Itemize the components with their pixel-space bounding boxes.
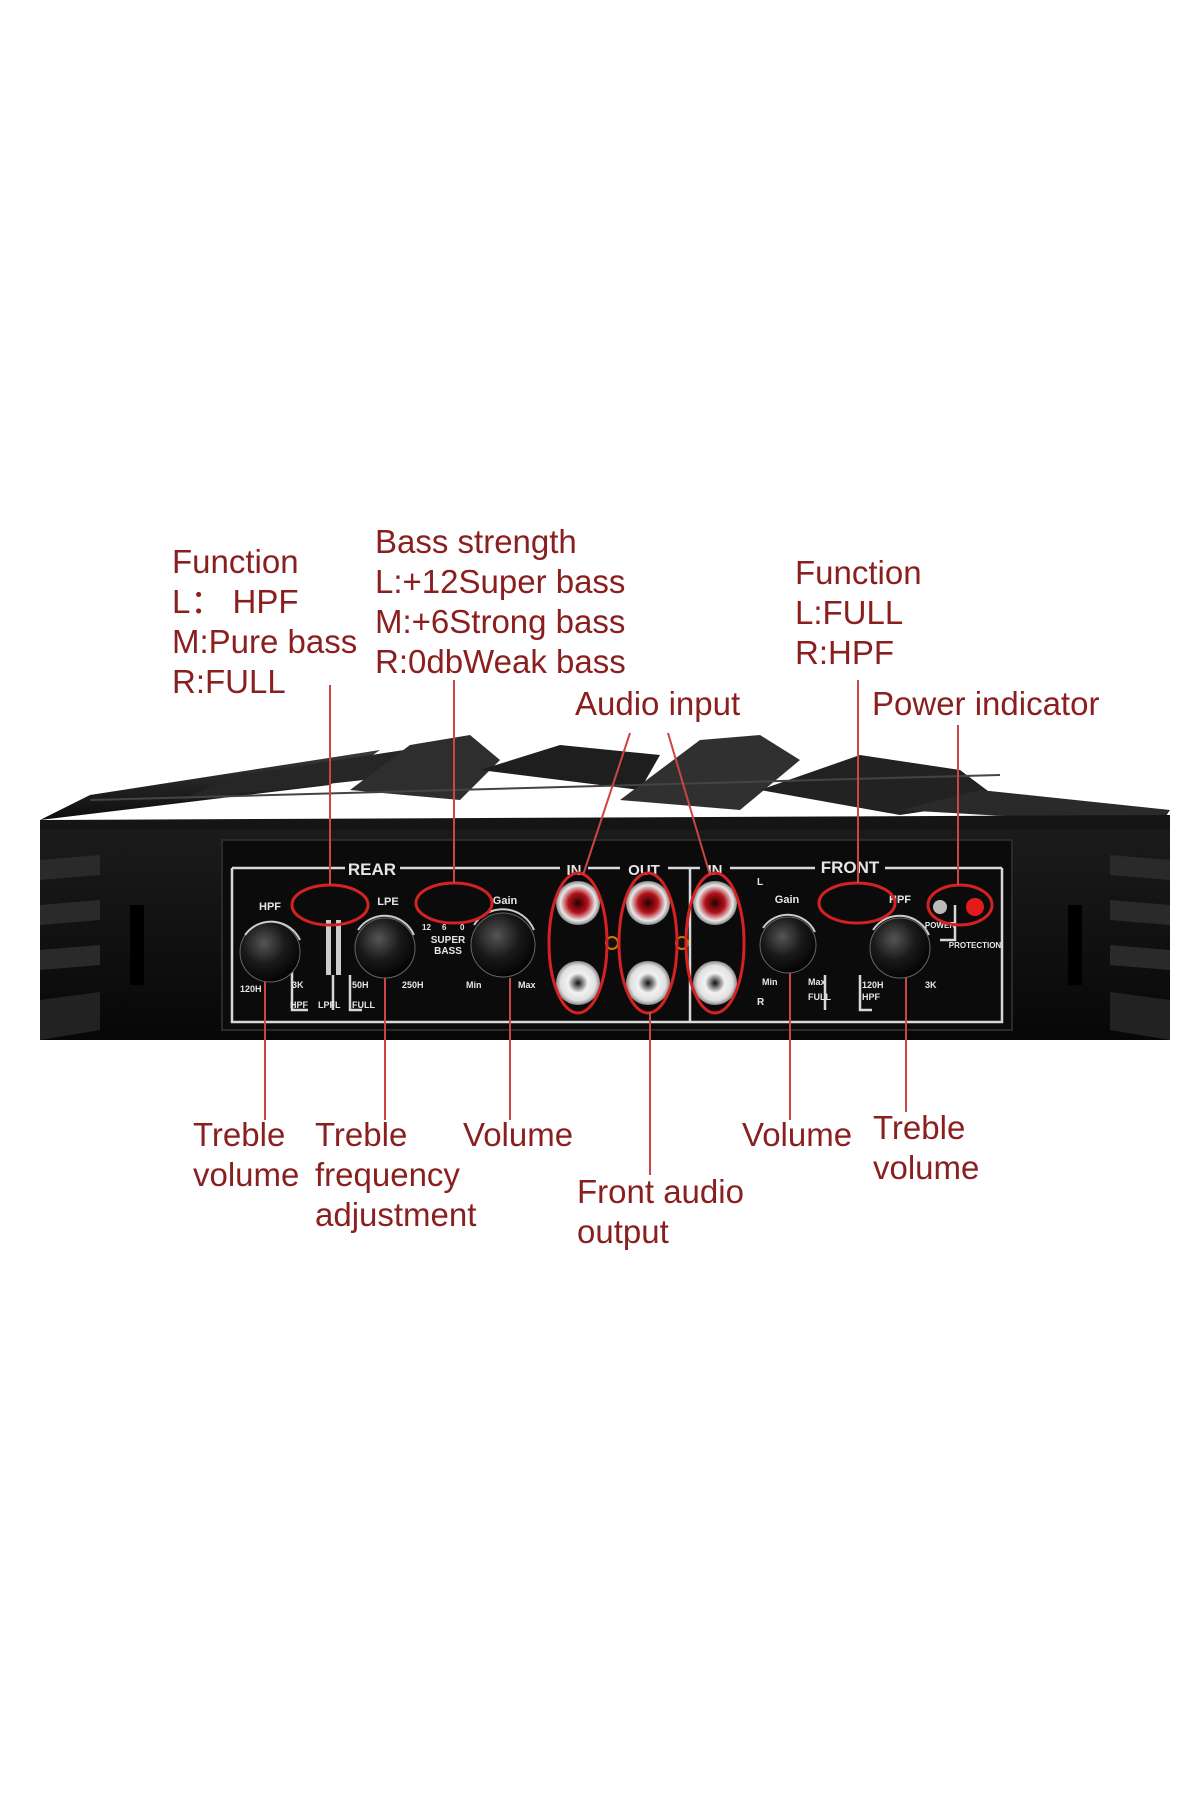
annotation-line: Bass strength [375, 523, 577, 560]
rca-in-left-top[interactable] [556, 881, 600, 925]
annotation-line: M:+6Strong bass [375, 603, 626, 640]
knob-rear-hpf[interactable] [239, 920, 301, 983]
side-fins-left [40, 855, 144, 1040]
label-rear-gain-min: Min [466, 980, 482, 990]
label-front-l: L [757, 877, 763, 888]
power-led-icon [933, 900, 947, 914]
knob-rear-lpe[interactable] [354, 914, 416, 979]
label-rear-lpe-max: 250H [402, 980, 424, 990]
label-front-hpf-max: 3K [925, 980, 937, 990]
knob-front-hpf[interactable] [869, 914, 931, 979]
protection-led-icon [966, 898, 984, 916]
annotation-rear-function: Function L： HPF M:Pure bass R:FULL [172, 542, 357, 702]
label-rear-hpf: HPF [259, 901, 281, 913]
label-super-bass-1: SUPER [431, 935, 466, 946]
rca-in-left-bottom[interactable] [556, 961, 600, 1005]
annotation-front-function: Function L:FULL R:HPF [795, 553, 922, 673]
annotation-line: Front audio [577, 1173, 744, 1210]
label-front: FRONT [821, 858, 880, 877]
annotation-line: frequency [315, 1156, 460, 1193]
annotation-line: R:FULL [172, 663, 286, 700]
label-front-hpf-min: 120H [862, 980, 884, 990]
label-rear-gain-max: Max [518, 980, 536, 990]
rca-in-right-top[interactable] [693, 881, 737, 925]
annotation-line: Power indicator [872, 685, 1100, 722]
label-front-hpf-switch: HPF [862, 992, 881, 1002]
annotation-line: Volume [463, 1116, 574, 1153]
annotation-rear-volume: Volume [463, 1115, 573, 1155]
label-rear-hpf-min: 120H [240, 984, 262, 994]
knob-front-gain[interactable] [759, 913, 817, 974]
label-rear-lpfl-switch: LPFL [318, 1000, 341, 1010]
label-in-right: IN [708, 862, 723, 879]
annotation-line: L:+12Super bass [375, 563, 626, 600]
annotation-line: volume [193, 1156, 300, 1193]
label-bass-12: 12 [422, 923, 431, 932]
annotation-line: Audio input [575, 685, 741, 722]
annotation-front-audio-output: Front audio output [577, 1172, 744, 1252]
label-power: POWER [925, 921, 955, 930]
annotation-line: adjustment [315, 1196, 477, 1233]
label-protection: PROTECTION [949, 941, 1002, 950]
label-super-bass-2: BASS [434, 946, 462, 957]
annotation-rear-treble-volume: Treble volume [193, 1115, 299, 1195]
label-rear-hpf-switch: HPF [290, 1000, 309, 1010]
annotation-line: Function [172, 543, 299, 580]
panel-frame-lines [230, 866, 1004, 1024]
annotation-line: Treble [315, 1116, 408, 1153]
heatsink-fins [40, 735, 1170, 845]
label-rear: REAR [348, 860, 396, 879]
annotation-line: Function [795, 554, 922, 591]
label-rear-lpe: LPE [377, 896, 398, 908]
annotation-treble-frequency: Treble frequency adjustment [315, 1115, 476, 1235]
annotation-audio-input: Audio input [575, 684, 740, 724]
label-rear-gain: Gain [493, 895, 518, 907]
label-rear-hpf-max: 3K [292, 980, 304, 990]
label-front-gain-max: Max [808, 977, 826, 987]
label-front-gain-min: Min [762, 977, 778, 987]
annotation-line: Treble [193, 1116, 286, 1153]
switch-rear-function[interactable] [326, 920, 331, 975]
annotation-bass-strength: Bass strength L:+12Super bass M:+6Strong… [375, 522, 626, 682]
annotation-front-treble-volume: Treble volume [873, 1108, 979, 1188]
annotation-line: volume [873, 1149, 980, 1186]
rca-out-top[interactable] [626, 881, 670, 925]
label-front-r: R [757, 997, 765, 1008]
annotation-front-volume: Volume [742, 1115, 852, 1155]
annotation-line: R:0dbWeak bass [375, 643, 626, 680]
label-front-full-switch: FULL [808, 992, 831, 1002]
annotation-line: Volume [742, 1116, 853, 1153]
label-front-gain: Gain [775, 894, 800, 906]
callout-lines [264, 680, 959, 1175]
annotation-line: M:Pure bass [172, 623, 358, 660]
label-rear-lpe-min: 50H [352, 980, 369, 990]
label-rear-full-switch: FULL [352, 1000, 375, 1010]
label-bass-0: 0 [460, 923, 465, 932]
annotation-line: L： HPF [172, 583, 299, 620]
label-bass-6: 6 [442, 923, 447, 932]
rca-in-right-bottom[interactable] [693, 961, 737, 1005]
annotation-line: Treble [873, 1109, 966, 1146]
annotation-line: L:FULL [795, 594, 904, 631]
switch-rear-function-2 [336, 920, 341, 975]
annotation-line: R:HPF [795, 634, 894, 671]
annotation-line: output [577, 1213, 669, 1250]
annotation-power-indicator: Power indicator [872, 684, 1099, 724]
side-fins-right [1068, 855, 1170, 1040]
rca-out-bottom[interactable] [626, 961, 670, 1005]
